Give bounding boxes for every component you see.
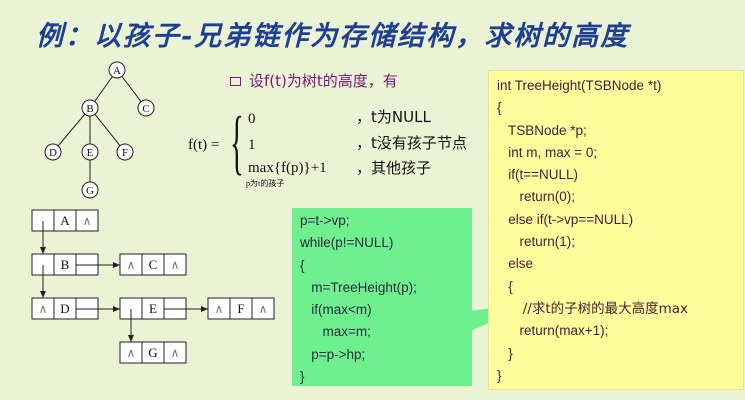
code-line: return(1); bbox=[497, 234, 576, 250]
tree-node-circle bbox=[81, 143, 99, 161]
null-pointer-symbol: ∧ bbox=[127, 258, 136, 272]
tree-node-label: C bbox=[142, 103, 149, 115]
list-node-e: E bbox=[119, 297, 187, 320]
code-line: } bbox=[497, 367, 502, 383]
code-line: } bbox=[497, 345, 513, 361]
list-cell bbox=[75, 209, 99, 232]
tree-node-circle bbox=[81, 181, 99, 199]
code-line: int TreeHeight(TSBNode *t) bbox=[497, 78, 662, 93]
list-node-label: B bbox=[61, 257, 70, 272]
bullet-line: 设f(t)为树t的高度，有 bbox=[230, 70, 398, 91]
code-line: else bbox=[497, 256, 534, 272]
list-cell bbox=[163, 253, 187, 276]
code-line: return(0); bbox=[497, 189, 576, 205]
list-node-label: E bbox=[149, 301, 157, 316]
bullet-text: 设f(t)为树t的高度，有 bbox=[249, 72, 398, 90]
list-node-a: A∧ bbox=[31, 209, 99, 232]
tree-node-label: G bbox=[86, 185, 94, 197]
tree-node-label: F bbox=[122, 147, 128, 159]
list-node-label: D bbox=[60, 301, 69, 316]
code-line: if(t==NULL) bbox=[497, 167, 579, 183]
case-value-0: 0 bbox=[248, 111, 256, 127]
code-line: int m, max = 0; bbox=[497, 144, 598, 160]
code-line: p=p->hp; bbox=[300, 346, 366, 362]
case-condition-0: ，t为NULL bbox=[356, 108, 431, 126]
case-value-2: max{f(p)}+1 bbox=[248, 160, 327, 176]
list-node-g: G ∧ ∧ bbox=[119, 341, 187, 364]
code-line: p=t->vp; bbox=[300, 213, 350, 228]
tree-node-label: E bbox=[87, 147, 94, 159]
tree-edge bbox=[57, 113, 86, 147]
tree-edge bbox=[121, 76, 142, 102]
null-pointer-symbol: ∧ bbox=[259, 302, 268, 316]
list-node-c: C ∧ ∧ bbox=[119, 253, 187, 276]
formula-lhs: f(t) = bbox=[188, 137, 220, 153]
code-line: max=m; bbox=[300, 324, 371, 340]
code-line: else if(t->vp==NULL) bbox=[497, 211, 634, 227]
list-node-label: C bbox=[149, 257, 158, 272]
case-value-1: 1 bbox=[248, 137, 256, 153]
height-formula: f(t) = { 0 1 max{f(p)}+1 p为t的孩子 ，t为NULL … bbox=[186, 102, 482, 192]
list-cell bbox=[163, 341, 187, 364]
code-line: return(max+1); bbox=[497, 323, 609, 339]
tree-node-circle bbox=[44, 143, 62, 161]
case-condition-2: ，其他孩子 bbox=[356, 159, 432, 177]
tree-node-label: A bbox=[113, 65, 121, 77]
code-line: { bbox=[497, 278, 513, 294]
code-line: TSBNode *p; bbox=[497, 122, 587, 138]
code-line: if(max<m) bbox=[300, 302, 372, 318]
list-cell bbox=[251, 297, 275, 320]
bullet-square-icon bbox=[230, 77, 241, 86]
loop-code-box: p=t->vp; while(p!=NULL) { m=TreeHeight(p);… bbox=[292, 208, 472, 386]
null-pointer-symbol: ∧ bbox=[215, 302, 224, 316]
tree-node-label: D bbox=[49, 147, 57, 159]
code-line: { bbox=[497, 100, 502, 116]
list-node-label: F bbox=[237, 301, 244, 316]
code-line: m=TreeHeight(p); bbox=[300, 279, 417, 295]
null-pointer-symbol: ∧ bbox=[171, 346, 180, 360]
tree-diagram: A B C D E F G bbox=[44, 61, 155, 199]
case-condition-1: ，t没有孩子节点 bbox=[356, 134, 467, 152]
null-pointer-symbol: ∧ bbox=[83, 214, 92, 228]
tree-node-circle bbox=[116, 143, 134, 161]
code-line: //求t的子树的最大高度max bbox=[497, 300, 689, 317]
list-node-label: G bbox=[148, 345, 157, 360]
list-node-b: B bbox=[31, 253, 99, 276]
max-subscript: p为t的孩子 bbox=[246, 179, 285, 188]
tree-node-circle bbox=[137, 99, 155, 117]
code-line: while(p!=NULL) bbox=[300, 235, 394, 251]
list-node-label: A bbox=[60, 213, 70, 228]
null-pointer-symbol: ∧ bbox=[127, 346, 136, 360]
function-code-box: int TreeHeight(TSBNode *t){ TSBNode *p; … bbox=[488, 70, 744, 390]
tree-node-circle bbox=[81, 99, 99, 117]
tree-node-circle bbox=[108, 61, 126, 79]
slide-title: 例：以孩子-兄弟链作为存储结构，求树的高度 bbox=[36, 21, 630, 52]
formula-brace: { bbox=[230, 102, 244, 182]
tree-edge bbox=[94, 76, 113, 102]
null-pointer-symbol: ∧ bbox=[39, 302, 48, 316]
tree-node-label: B bbox=[86, 103, 93, 115]
list-node-f: F ∧ ∧ bbox=[207, 297, 275, 320]
code-line: { bbox=[300, 257, 305, 273]
null-pointer-symbol: ∧ bbox=[171, 258, 180, 272]
code-line: } bbox=[300, 369, 305, 385]
tree-edge bbox=[94, 113, 121, 147]
